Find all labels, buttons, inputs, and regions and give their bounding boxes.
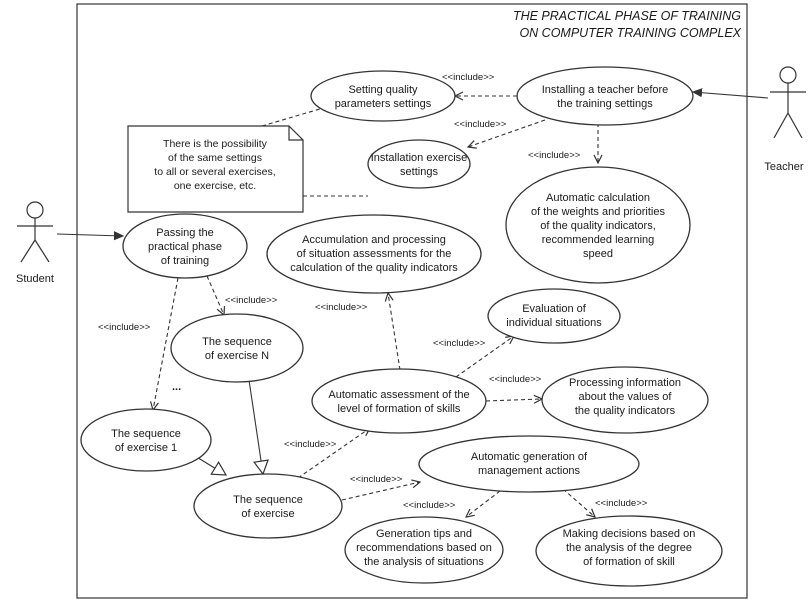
svg-text:the analysis of the degree: the analysis of the degree [566, 542, 692, 554]
include-label: <<include>> [454, 119, 507, 130]
actor-student-label: Student [16, 273, 54, 285]
use-case-sequence-n: The sequence of exercise N [170, 313, 304, 383]
use-case-processing-info: Processing information about the values … [541, 366, 709, 434]
svg-text:recommendations based on: recommendations based on [356, 542, 492, 554]
actor-teacher: Teacher [764, 66, 806, 173]
assoc-teacher [693, 92, 769, 99]
svg-text:Making decisions based on: Making decisions based on [563, 528, 696, 540]
svg-text:recommended learning: recommended learning [542, 234, 655, 246]
note: There is the possibility of the same set… [127, 125, 304, 213]
use-case-installation-exercise: Installation exercise settings [367, 139, 471, 189]
svg-text:the analysis of situations: the analysis of situations [364, 556, 484, 568]
svg-text:the quality indicators: the quality indicators [575, 405, 676, 417]
include-label: <<include>> [98, 322, 151, 333]
use-case-sequence-1: The sequence of exercise 1 [80, 408, 212, 472]
actor-teacher-label: Teacher [764, 161, 803, 173]
actor-student: Student [16, 201, 54, 285]
svg-text:calculation of the quality ind: calculation of the quality indicators [290, 262, 458, 274]
use-case-sequence: The sequence of exercise [193, 473, 343, 539]
use-case-automatic-generation: Automatic generation of management actio… [418, 435, 640, 493]
include-label: <<include>> [433, 338, 486, 349]
svg-text:The sequence: The sequence [111, 428, 181, 440]
svg-text:Accumulation and processing: Accumulation and processing [302, 234, 446, 246]
svg-text:Generation tips and: Generation tips and [376, 528, 472, 540]
svg-text:Processing information: Processing information [569, 377, 681, 389]
svg-text:management actions: management actions [478, 465, 581, 477]
inc-gen-tips [466, 490, 501, 517]
svg-text:of formation of skill: of formation of skill [583, 556, 675, 568]
inc-seq-gen [341, 482, 420, 501]
use-case-passing-practical: Passing the practical phase of training [122, 213, 248, 279]
svg-text:parameters settings: parameters settings [335, 98, 432, 110]
svg-text:level of formation of skills: level of formation of skills [338, 403, 461, 415]
svg-text:Passing the: Passing the [156, 227, 213, 239]
note-line-3: to all or several exercises, [154, 166, 275, 178]
svg-text:of exercise N: of exercise N [205, 350, 269, 362]
svg-text:about the values of: about the values of [579, 391, 673, 403]
svg-text:The sequence: The sequence [233, 494, 303, 506]
svg-text:the training settings: the training settings [557, 98, 653, 110]
note-line-1: There is the possibility [163, 138, 268, 150]
include-label: <<include>> [350, 474, 403, 485]
connectors [56, 92, 769, 517]
svg-text:Setting quality: Setting quality [348, 84, 418, 96]
inc-assess-proc [485, 399, 542, 401]
svg-text:Automatic assessment of the: Automatic assessment of the [328, 389, 469, 401]
assoc-student [56, 234, 123, 236]
svg-text:of exercise 1: of exercise 1 [115, 442, 177, 454]
include-label: <<include>> [528, 150, 581, 161]
include-label: <<include>> [284, 439, 337, 450]
note-line-2: of the same settings [168, 152, 262, 164]
note-line-4: one exercise, etc. [174, 180, 256, 192]
use-case-installing-teacher: Installing a teacher before the training… [516, 66, 694, 126]
svg-text:of the weights and priorities: of the weights and priorities [531, 206, 665, 218]
svg-text:The sequence: The sequence [202, 336, 272, 348]
use-case-setting-quality: Setting quality parameters settings [310, 70, 456, 122]
include-label: <<include>> [225, 295, 278, 306]
ellipsis-marker: ... [172, 381, 181, 393]
svg-text:of training: of training [161, 255, 209, 267]
include-label: <<include>> [442, 72, 495, 83]
svg-text:Automatic generation of: Automatic generation of [471, 451, 588, 463]
svg-text:Automatic calculation: Automatic calculation [546, 192, 650, 204]
include-label: <<include>> [595, 498, 648, 509]
system-title-line-2: ON COMPUTER TRAINING COMPLEX [519, 26, 741, 40]
svg-text:speed: speed [583, 248, 613, 260]
svg-text:Installing a teacher before: Installing a teacher before [542, 84, 669, 96]
inc-passing-seqn [206, 275, 224, 315]
inc-assess-eval [455, 336, 514, 378]
include-labels: <<include>> <<include>> <<include>> <<in… [98, 72, 648, 511]
use-case-generation-tips: Generation tips and recommendations base… [344, 516, 504, 584]
use-case-making-decisions: Making decisions based on the analysis o… [535, 515, 723, 587]
inc-assess-accum [388, 293, 401, 371]
use-case-evaluation: Evaluation of individual situations [487, 288, 621, 344]
svg-text:Evaluation of: Evaluation of [522, 303, 587, 315]
gen-seqn-seq [248, 379, 269, 476]
svg-text:settings: settings [400, 166, 438, 178]
inc-seq-assess [297, 428, 370, 479]
svg-text:Installation exercise: Installation exercise [371, 152, 468, 164]
include-label: <<include>> [403, 500, 456, 511]
inc-gen-decide [562, 488, 595, 517]
svg-text:practical phase: practical phase [148, 241, 222, 253]
system-title-line-1: THE PRACTICAL PHASE OF TRAINING [513, 9, 741, 23]
use-case-accumulation: Accumulation and processing of situation… [266, 214, 482, 294]
note-link-2 [261, 105, 331, 127]
use-case-automatic-assessment: Automatic assessment of the level of for… [311, 368, 487, 434]
use-case-automatic-calculation: Automatic calculation of the weights and… [505, 166, 691, 284]
system-boundary [76, 3, 748, 599]
gen-seq1-seq [194, 455, 228, 476]
svg-text:of situation assessments for t: of situation assessments for the [297, 248, 452, 260]
svg-text:of exercise: of exercise [241, 508, 294, 520]
svg-text:individual situations: individual situations [506, 317, 602, 329]
include-label: <<include>> [315, 302, 368, 313]
inc-passing-seq1 [153, 277, 179, 410]
include-label: <<include>> [489, 374, 542, 385]
svg-text:of the quality indicators,: of the quality indicators, [540, 220, 656, 232]
